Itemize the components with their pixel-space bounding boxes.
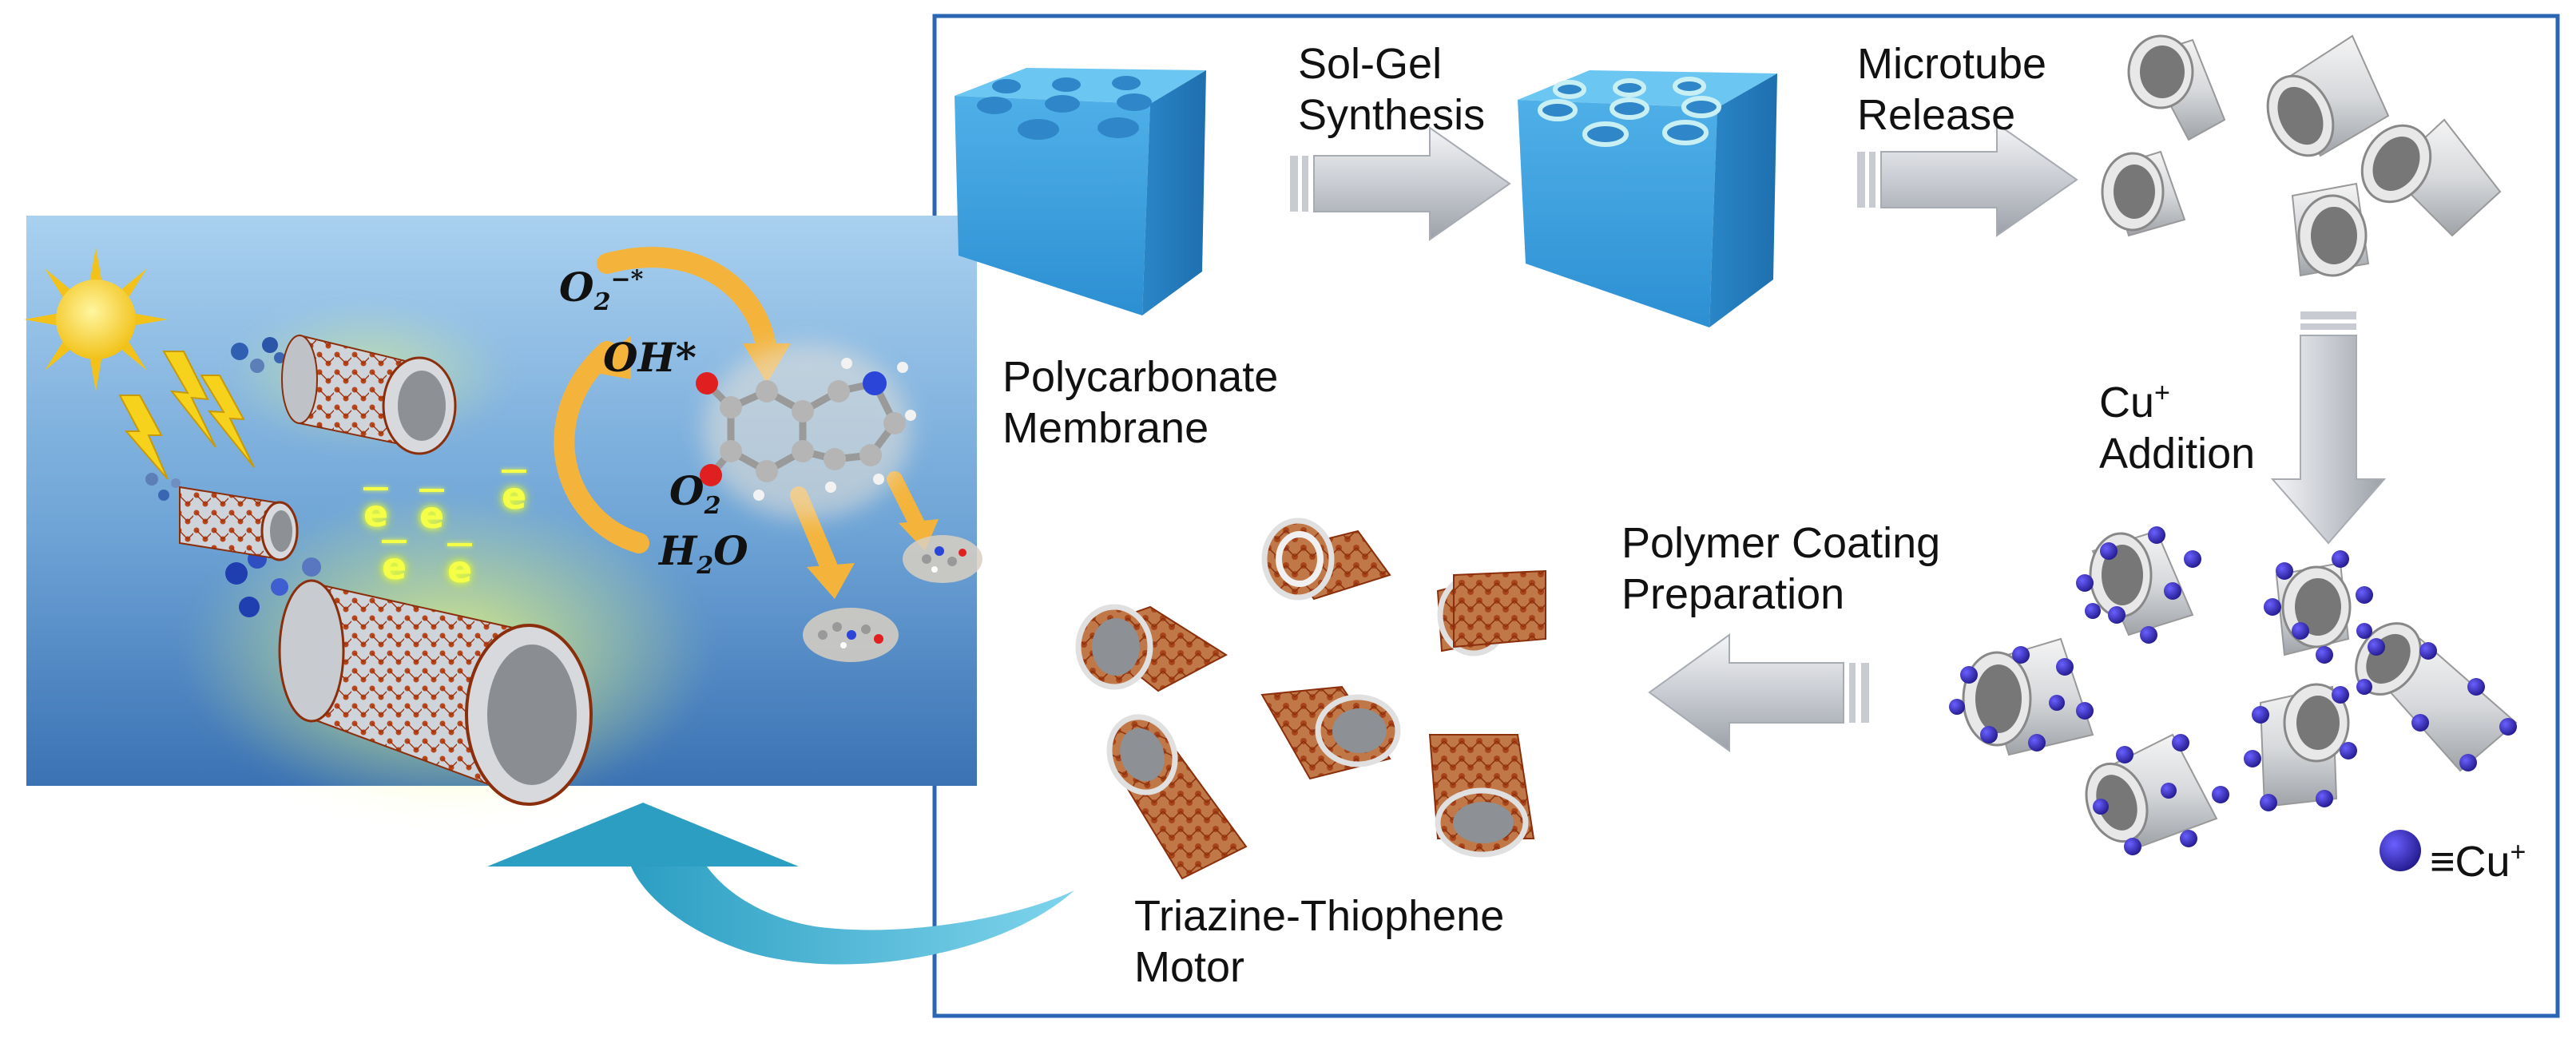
electron-label: e (447, 543, 473, 591)
cu-ions (1949, 526, 2517, 855)
membrane-label: Polycarbonate Membrane (1002, 351, 1278, 454)
step-release-line2: Release (1857, 91, 2016, 139)
lightning-icon (118, 351, 255, 480)
process-arrow-3 (2270, 311, 2387, 545)
membrane-cube (955, 68, 1206, 315)
microtube (2101, 150, 2186, 237)
return-arrow (487, 803, 1074, 965)
coated-microtube (1261, 518, 1391, 601)
filled-membrane-cube (1518, 70, 1777, 327)
step-sol-gel-line2: Synthesis (1298, 91, 1486, 139)
process-arrow-4 (1648, 633, 1869, 752)
pollutant-molecule (696, 358, 916, 501)
polymer-coating-line1: Polymer Coating (1621, 519, 1941, 567)
coated-microtube (1428, 734, 1535, 858)
cu-addition-line2: Addition (2099, 430, 2256, 478)
cu-legend-marker (2380, 830, 2421, 871)
polymer-coating-line2: Preparation (1621, 570, 1845, 618)
microtube (2127, 34, 2226, 141)
coated-microtube (1453, 569, 1546, 648)
process-arrow-2 (1857, 122, 2078, 237)
cu-addition-line1: Cu+ (2099, 378, 2170, 426)
microtube (2259, 683, 2350, 808)
membrane-line1: Polycarbonate (1002, 353, 1279, 401)
cu-addition-label: Cu+ Addition (2099, 367, 2255, 479)
electron-label: e (502, 470, 527, 518)
microtube (2360, 118, 2502, 237)
motor-label: Triazine-Thiophene Motor (1134, 890, 1504, 993)
step-sol-gel-label: Sol-Gel Synthesis (1298, 38, 1485, 141)
coated-microtube (1106, 714, 1248, 880)
step-release-label: Microtube Release (1857, 38, 2046, 141)
electron-label: e (382, 540, 407, 588)
photocatalysis-panel (24, 216, 982, 815)
step-sol-gel-line1: Sol-Gel (1298, 40, 1443, 88)
step-release-line1: Microtube (1857, 40, 2047, 88)
coated-microtube (1075, 604, 1228, 692)
process-arrow-1 (1290, 126, 1511, 241)
motor-line2: Motor (1134, 943, 1245, 991)
hydroxyl-radical-label: OH* (603, 334, 697, 381)
nanotube-small-mid (179, 486, 299, 561)
nanotube-large (278, 579, 593, 806)
triazine-thiophene-motors (1075, 518, 1546, 880)
nanotube-small-top (281, 334, 457, 455)
electron-label: e (419, 489, 445, 537)
motor-line1: Triazine-Thiophene (1134, 892, 1505, 940)
sun-icon (24, 248, 168, 391)
electron-label: e (363, 487, 389, 535)
oxygen-label: O2 (669, 467, 721, 520)
fragment-molecule-2 (922, 546, 966, 573)
microtube (2291, 182, 2370, 277)
fragment-molecule-1 (818, 622, 883, 648)
water-label: H2O (659, 527, 748, 580)
cu-legend-label: ≡Cu+ (2430, 837, 2526, 886)
microtube (2266, 34, 2390, 157)
cu-decorated-microtubes (1949, 526, 2518, 855)
membrane-line2: Membrane (1002, 404, 1209, 452)
coated-microtube (1260, 685, 1401, 780)
superoxide-label: O2−* (559, 264, 644, 316)
microtube (2085, 733, 2218, 848)
polymer-coating-label: Polymer Coating Preparation (1621, 518, 1940, 620)
released-microtubes (2101, 34, 2502, 277)
